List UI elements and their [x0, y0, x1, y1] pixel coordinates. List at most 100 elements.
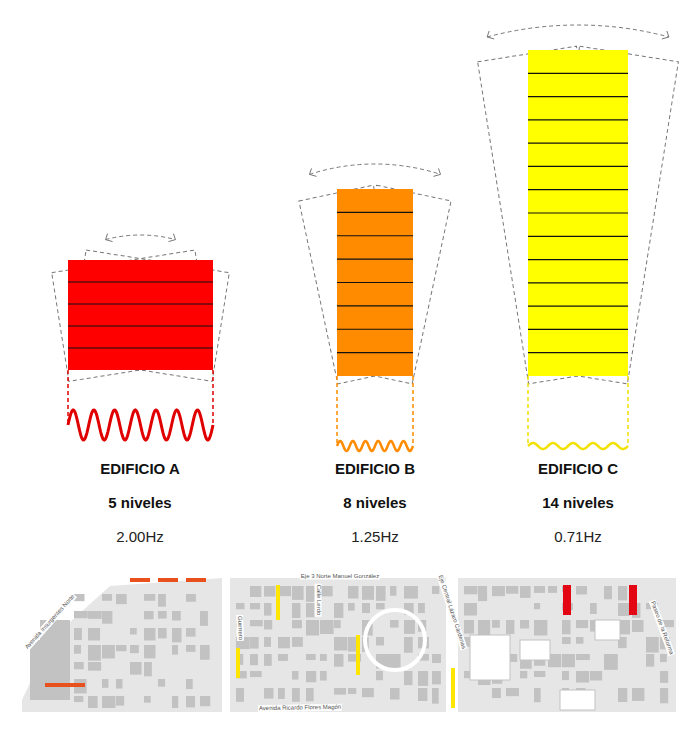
map-block: [264, 688, 273, 699]
map-block: [320, 671, 327, 681]
floor-line: [337, 352, 413, 353]
map-block: [306, 688, 314, 701]
map-block: [506, 688, 519, 696]
map-block: [102, 594, 112, 601]
building-caption: EDIFICIO B8 niveles1.25Hz: [331, 452, 420, 554]
floor-line: [528, 306, 628, 307]
map-block: [250, 603, 260, 609]
map-block: [432, 688, 439, 704]
map-block: [534, 620, 547, 635]
floor-line: [528, 282, 628, 283]
building-marker: [236, 648, 240, 678]
map-block: [116, 679, 123, 689]
arrow-head: [168, 234, 175, 242]
map-block: [376, 637, 384, 645]
map-block: [646, 654, 654, 667]
map-block: [102, 696, 115, 708]
map-block: [116, 594, 127, 604]
building-marker: [158, 578, 178, 582]
map-block: [646, 637, 659, 653]
map-block: [404, 620, 415, 634]
floor-line: [528, 119, 628, 120]
map-block: [390, 620, 399, 628]
map-plot: [470, 635, 510, 680]
map-block: [432, 654, 441, 663]
frequency: 2.00Hz: [96, 520, 184, 554]
map-plot: [560, 690, 595, 710]
map-block: [74, 645, 81, 654]
map-block: [74, 662, 84, 669]
map-block: [362, 586, 374, 600]
building-marker: [130, 578, 150, 582]
building-marker: [629, 585, 637, 615]
building-marker: [451, 668, 455, 708]
map: [22, 578, 676, 712]
floor-line: [68, 325, 213, 326]
map-block: [158, 628, 167, 638]
map-block: [278, 637, 290, 648]
map-block: [144, 662, 152, 676]
map-block: [432, 671, 441, 684]
map-block: [660, 671, 668, 683]
floor-line: [528, 73, 628, 74]
map-block: [492, 688, 501, 698]
street-name: Avenida Ricardo Flores Magón: [258, 704, 342, 712]
map-block: [264, 620, 272, 629]
street-name: Calle Lerdo: [315, 584, 322, 617]
floor-line: [337, 305, 413, 306]
floor-line: [528, 143, 628, 144]
map-block: [144, 645, 155, 658]
arrow-head: [487, 31, 494, 39]
map-block: [418, 671, 428, 686]
map-block: [562, 637, 571, 644]
map-zone: [458, 578, 676, 712]
vibration-wave: [337, 441, 413, 451]
map-block: [264, 603, 271, 616]
map-block: [88, 662, 101, 671]
map-block: [158, 679, 165, 687]
map-block: [306, 654, 316, 660]
map-block: [186, 594, 196, 602]
floor-line: [528, 352, 628, 353]
drop-line: [336, 376, 338, 446]
map-block: [292, 637, 303, 647]
map-block: [264, 586, 275, 597]
floor-count: 8 niveles: [331, 486, 420, 520]
map-block: [130, 628, 137, 634]
map-block: [102, 645, 115, 658]
map-block: [292, 620, 302, 628]
sway-outline: [69, 250, 229, 381]
map-block: [390, 654, 401, 669]
map-block: [334, 603, 343, 618]
map-block: [534, 671, 545, 677]
sway-outline: [299, 185, 412, 384]
map-block: [562, 620, 571, 634]
map-zone: [230, 578, 446, 712]
map-block: [520, 671, 527, 678]
map-block: [130, 645, 139, 653]
floor-line: [68, 303, 213, 304]
map-zone: [22, 578, 222, 712]
map-block: [534, 688, 541, 702]
floor-count: 5 niveles: [96, 486, 184, 520]
map-block: [144, 594, 155, 601]
map-block: [158, 594, 166, 607]
roundabout: [365, 610, 425, 670]
floor-line: [68, 347, 213, 348]
map-ground: [18, 570, 682, 720]
floor-count: 14 niveles: [534, 486, 623, 520]
sway-outline: [338, 185, 451, 384]
sway-arc: [106, 235, 176, 240]
map-block: [590, 671, 602, 681]
map-block: [200, 611, 208, 626]
map-block: [432, 586, 439, 594]
floor-line: [68, 281, 213, 282]
map-block: [116, 645, 126, 651]
map-block: [520, 586, 531, 598]
building-caption: EDIFICIO C14 niveles0.71Hz: [534, 452, 623, 554]
floor-line: [528, 96, 628, 97]
map-block: [660, 654, 667, 662]
map-block: [418, 688, 427, 701]
map-block: [250, 654, 258, 665]
map-block: [618, 688, 627, 702]
